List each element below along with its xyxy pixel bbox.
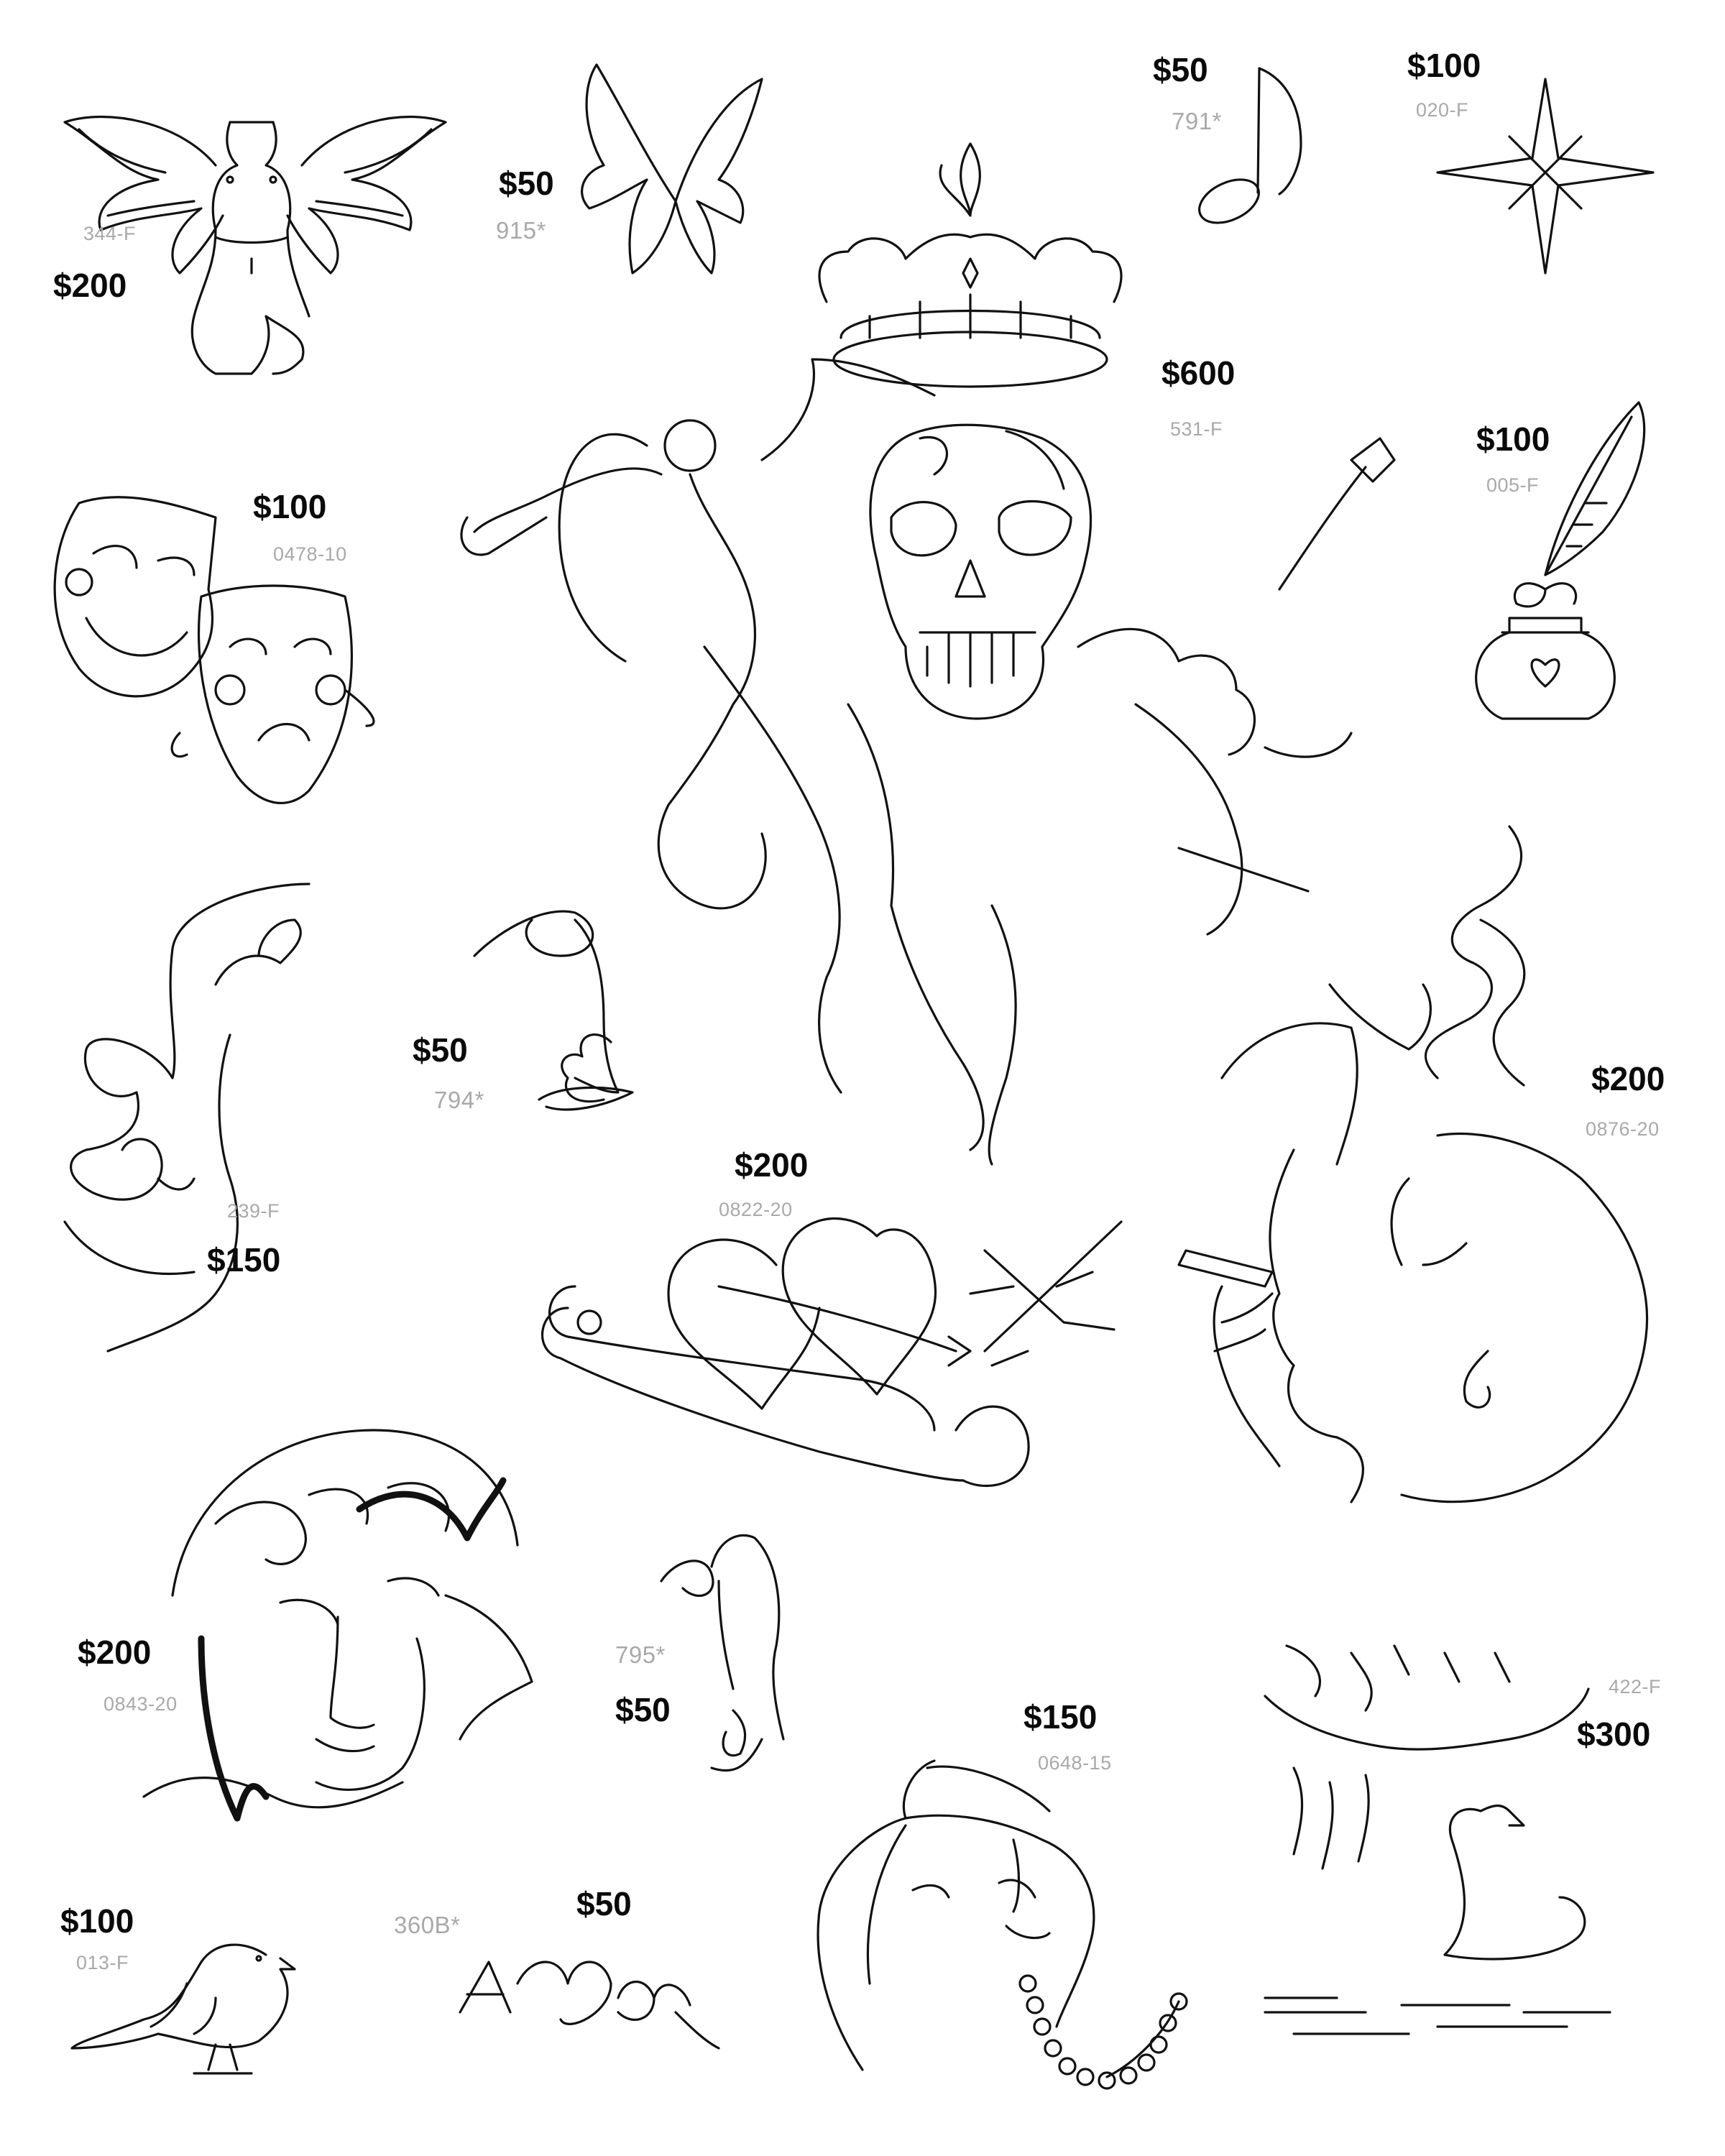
flash-swan-price: $300 xyxy=(1577,1715,1651,1753)
flash-swan-code: 422-F xyxy=(1609,1676,1662,1697)
flash-line-face-large-price: $150 xyxy=(207,1241,281,1279)
flash-sketch-portrait-code: 0843-20 xyxy=(104,1693,178,1715)
flash-winged-torso-price: $200 xyxy=(53,267,127,304)
flash-robin-code: 013-F xyxy=(76,1952,129,1973)
flash-winged-torso-code: 344-F xyxy=(83,223,137,244)
flash-line-face-profile-code: 795* xyxy=(615,1641,666,1668)
flash-pearl-woman-code: 0648-15 xyxy=(1038,1752,1112,1774)
flash-music-note-code: 791* xyxy=(1172,108,1222,134)
flash-line-face-profile-price: $50 xyxy=(615,1691,671,1728)
flash-pearl-woman-price: $150 xyxy=(1024,1698,1098,1736)
flash-quill-inkwell-price: $100 xyxy=(1476,420,1550,458)
flash-line-face-small-code: 794* xyxy=(434,1087,484,1113)
flash-robin-price: $100 xyxy=(60,1902,134,1940)
flash-safety-pin-hearts-code: 0822-20 xyxy=(719,1199,793,1220)
flash-line-face-large-code: 239-F xyxy=(227,1200,280,1222)
flash-butterfly-code: 915* xyxy=(496,217,546,244)
flash-crowned-skull-angels-code: 531-F xyxy=(1170,418,1223,440)
flash-amor-lettering-code: 360B* xyxy=(394,1912,461,1938)
flash-sketch-portrait-price: $200 xyxy=(78,1634,152,1671)
flash-line-face-small-price: $50 xyxy=(413,1031,468,1069)
flash-north-star-code: 020-F xyxy=(1416,99,1469,121)
flash-north-star-price: $100 xyxy=(1407,47,1481,84)
flash-theater-masks-price: $100 xyxy=(253,488,327,525)
flash-amor-lettering-price: $50 xyxy=(576,1885,632,1922)
flash-crowned-skull-angels-price: $600 xyxy=(1162,354,1236,392)
flash-music-note-price: $50 xyxy=(1153,51,1208,88)
flash-smoking-woman-price: $200 xyxy=(1591,1060,1665,1097)
flash-smoking-woman-code: 0876-20 xyxy=(1586,1118,1660,1140)
flash-safety-pin-hearts-price: $200 xyxy=(735,1146,809,1184)
flash-theater-masks-code: 0478-10 xyxy=(273,543,347,565)
flash-butterfly-price: $50 xyxy=(499,165,554,202)
flash-quill-inkwell-code: 005-F xyxy=(1486,474,1540,496)
